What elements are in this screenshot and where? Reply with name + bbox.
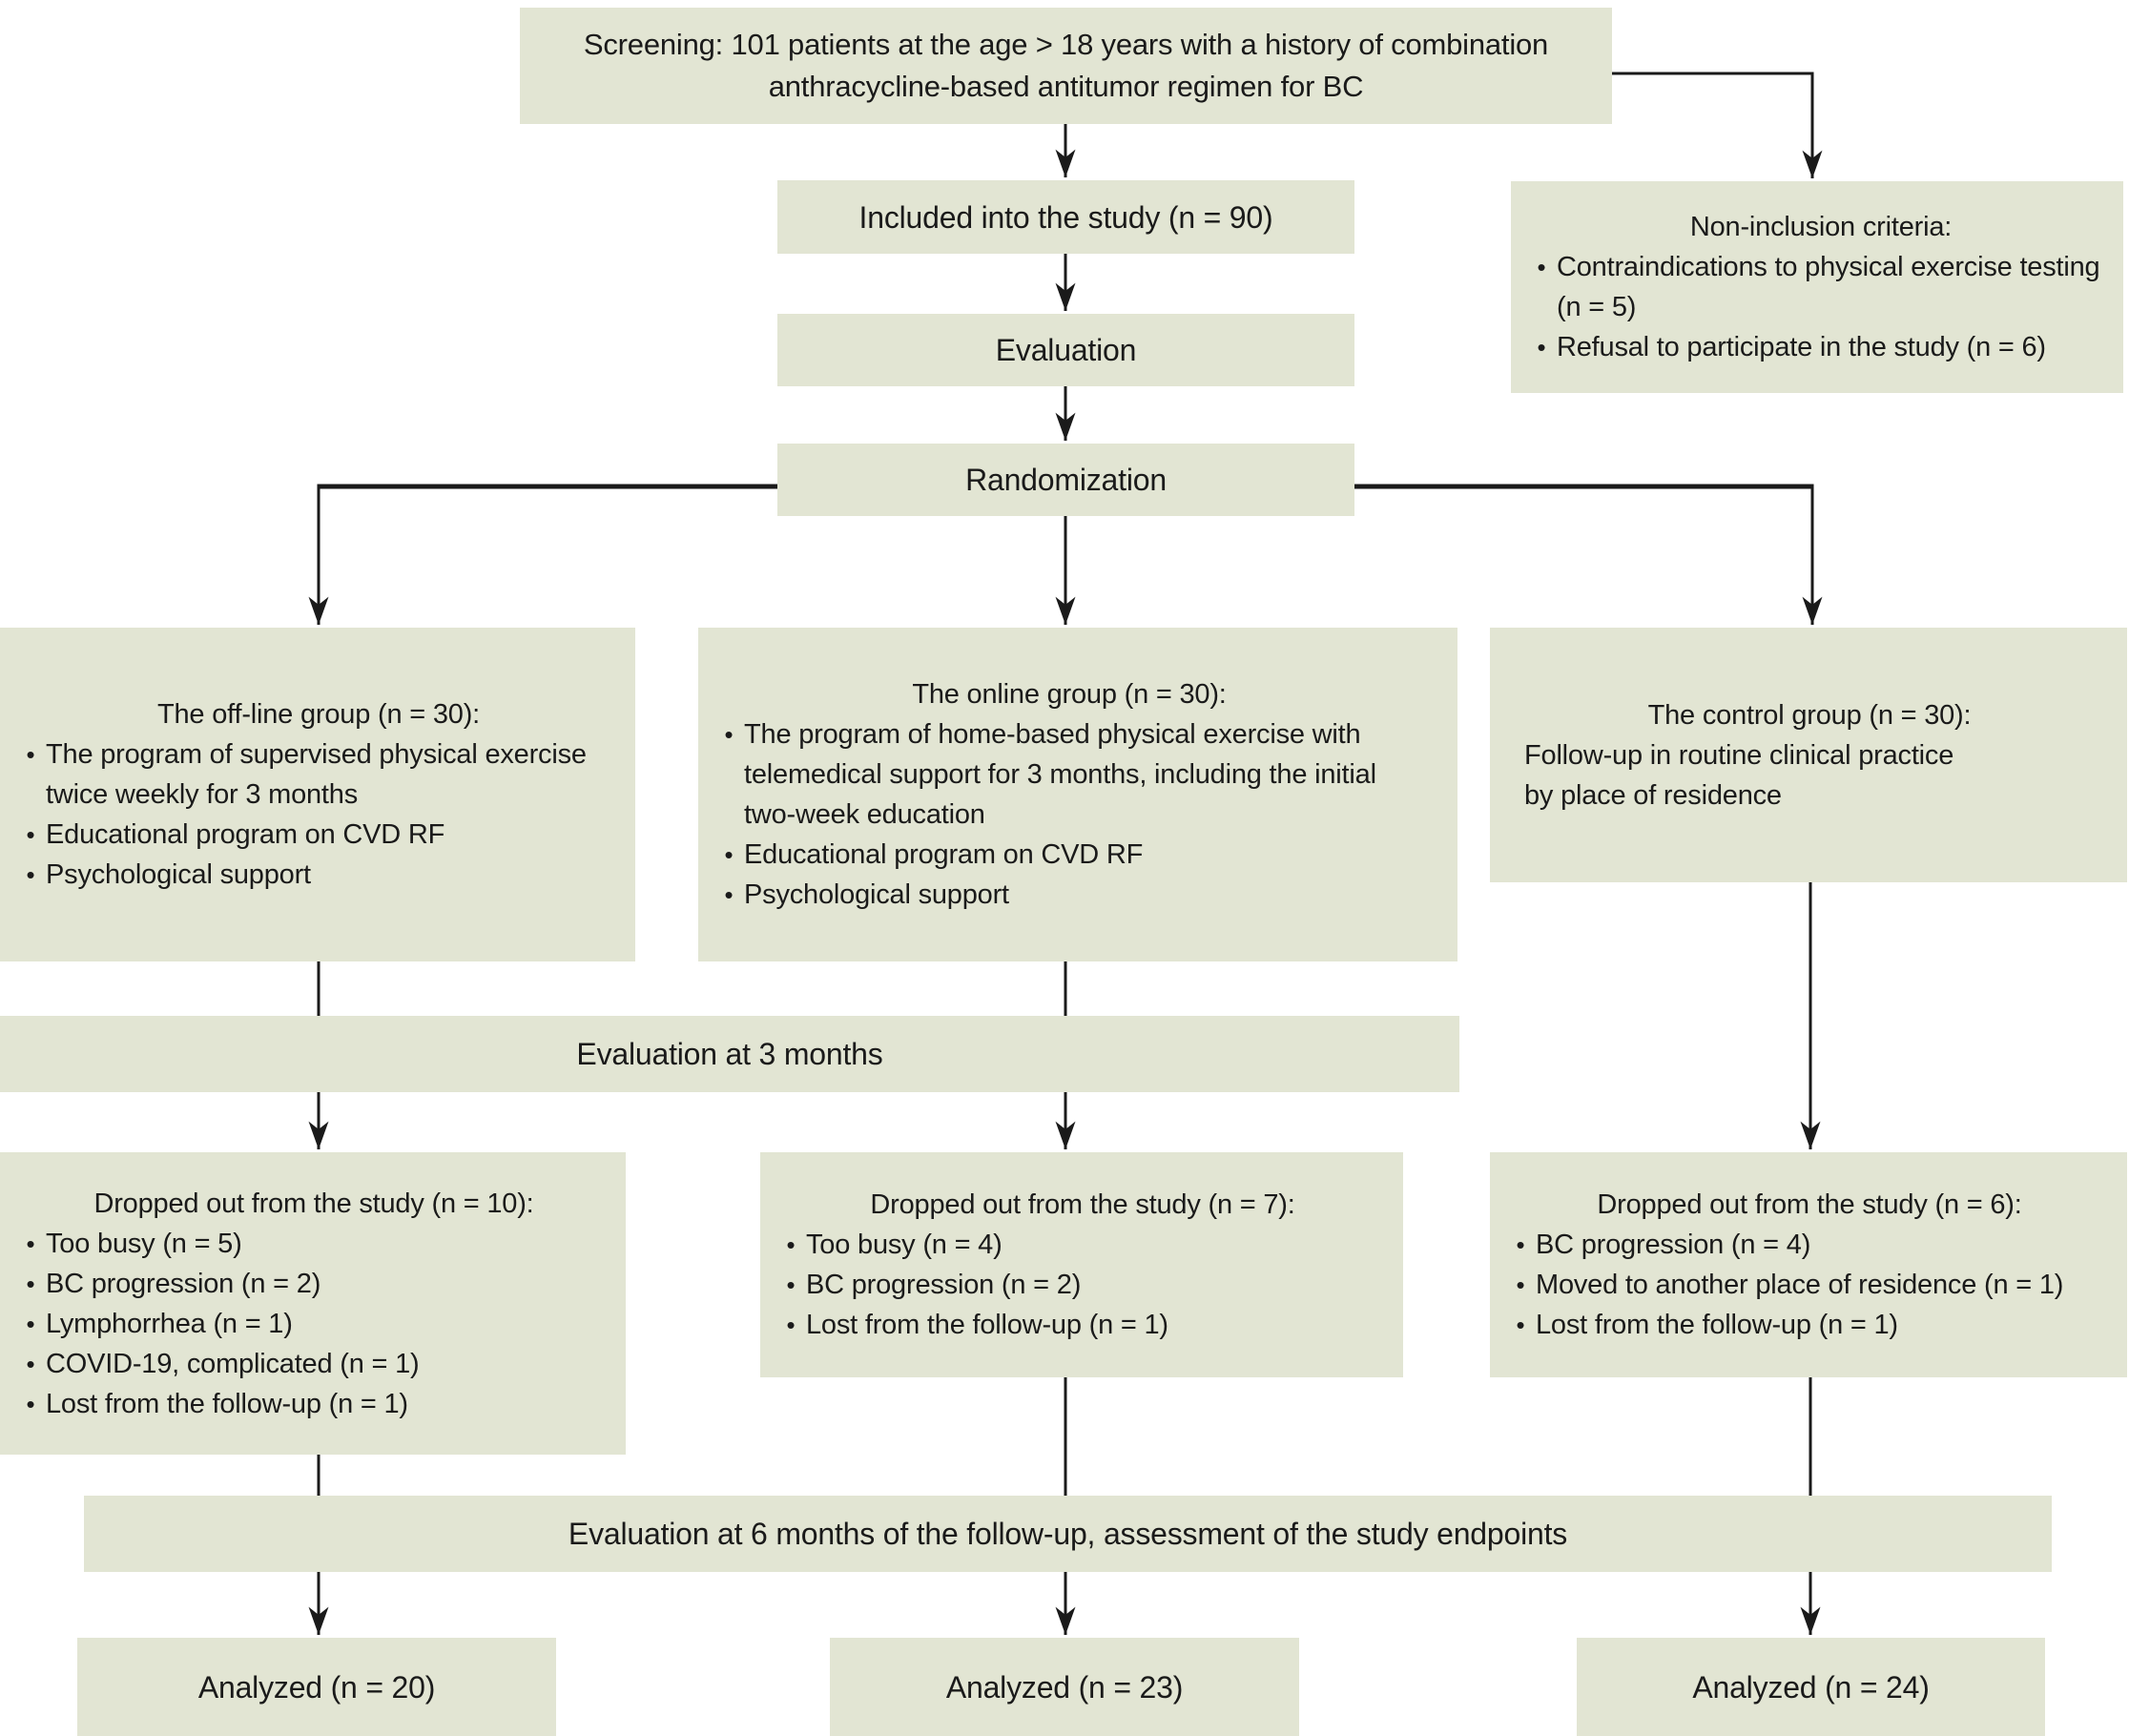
bullet-text: Educational program on CVD RF [46, 819, 445, 850]
list-item: • Too busy (n = 4) [775, 1225, 1390, 1265]
included-text: Included into the study (n = 90) [858, 199, 1273, 235]
analyzed-control-text: Analyzed (n = 24) [1692, 1669, 1930, 1705]
bullet-icon: • [26, 820, 35, 849]
non-inclusion-box: Non-inclusion criteria: • Contraindicati… [1511, 181, 2123, 393]
bullet-icon: • [724, 720, 734, 749]
list-item: • BC progression (n = 2) [15, 1264, 612, 1304]
bullet-text: Too busy (n = 4) [806, 1230, 1002, 1260]
evaluation-text: Evaluation [995, 333, 1137, 367]
bullet-text: Refusal to participate in the study (n =… [1557, 332, 2046, 362]
list-item: • COVID-19, complicated (n = 1) [15, 1344, 612, 1384]
list-item: • Educational program on CVD RF [15, 815, 622, 855]
bullet-text: Too busy (n = 5) [46, 1228, 242, 1259]
bullet-icon: • [1537, 253, 1546, 281]
list-item: • Psychological support [15, 855, 622, 895]
bullet-text: Lost from the follow-up (n = 1) [806, 1310, 1168, 1340]
bullet-text: The program of supervised physical exerc… [46, 739, 587, 810]
bullet-text: Lost from the follow-up (n = 1) [46, 1388, 408, 1419]
list-item: • Moved to another place of residence (n… [1505, 1265, 2114, 1305]
randomization-box: Randomization [777, 444, 1354, 516]
dropped-online-box: Dropped out from the study (n = 7): • To… [760, 1152, 1403, 1377]
bullet-icon: • [724, 880, 734, 909]
bullet-icon: • [1516, 1230, 1525, 1259]
list-item: • BC progression (n = 2) [775, 1265, 1390, 1305]
bullet-text: BC progression (n = 2) [46, 1268, 321, 1299]
bullet-icon: • [26, 1389, 35, 1418]
online-group-title: The online group (n = 30): [912, 679, 1227, 710]
bullet-icon: • [26, 1229, 35, 1258]
bullet-text: Lymphorrhea (n = 1) [46, 1308, 293, 1339]
screening-text: Screening: 101 patients at the age > 18 … [583, 28, 1549, 103]
bullet-text: Lost from the follow-up (n = 1) [1536, 1310, 1898, 1340]
bullet-text: Contraindications to physical exercise t… [1557, 252, 2100, 322]
evaluation-6m-band: Evaluation at 6 months of the follow-up,… [84, 1496, 2052, 1572]
bullet-icon: • [1516, 1311, 1525, 1339]
list-item: • Too busy (n = 5) [15, 1224, 612, 1264]
analyzed-control-box: Analyzed (n = 24) [1577, 1638, 2045, 1736]
list-item: • Contraindications to physical exercise… [1526, 247, 2116, 327]
evaluation-3m-text: Evaluation at 3 months [576, 1037, 883, 1071]
bullet-icon: • [26, 740, 35, 769]
bullet-icon: • [786, 1230, 796, 1259]
bullet-text: BC progression (n = 4) [1536, 1230, 1811, 1260]
list-item: • Lost from the follow-up (n = 1) [15, 1384, 612, 1424]
bullet-icon: • [786, 1271, 796, 1299]
control-group-line: by place of residence [1524, 779, 1782, 811]
bullet-icon: • [26, 1309, 35, 1338]
control-group-line: Follow-up in routine clinical practice [1524, 739, 1954, 771]
included-box: Included into the study (n = 90) [777, 180, 1354, 254]
non-inclusion-title: Non-inclusion criteria: [1689, 212, 1953, 242]
offline-group-box: The off-line group (n = 30): • The progr… [0, 628, 635, 961]
bullet-text: Moved to another place of residence (n =… [1536, 1270, 2064, 1300]
control-group-box: The control group (n = 30): Follow-up in… [1490, 628, 2127, 882]
dropped-control-title: Dropped out from the study (n = 6): [1597, 1189, 2022, 1220]
bullet-text: COVID-19, complicated (n = 1) [46, 1348, 420, 1379]
control-group-title: The control group (n = 30): [1647, 699, 1972, 731]
bullet-text: BC progression (n = 2) [806, 1270, 1082, 1300]
bullet-icon: • [1516, 1271, 1525, 1299]
evaluation-3m-band: Evaluation at 3 months [0, 1016, 1459, 1092]
list-item: • BC progression (n = 4) [1505, 1225, 2114, 1265]
list-item: • Lost from the follow-up (n = 1) [1505, 1305, 2114, 1345]
bullet-icon: • [724, 840, 734, 869]
list-item: • Educational program on CVD RF [713, 835, 1425, 875]
bullet-icon: • [26, 1349, 35, 1378]
evaluation-box: Evaluation [777, 314, 1354, 386]
bullet-text: The program of home-based physical exerc… [744, 719, 1376, 830]
analyzed-offline-text: Analyzed (n = 20) [197, 1669, 436, 1705]
bullet-text: Psychological support [744, 879, 1009, 910]
dropped-offline-box: Dropped out from the study (n = 10): • T… [0, 1152, 626, 1455]
screening-box: Screening: 101 patients at the age > 18 … [520, 8, 1612, 124]
list-item: • Lymphorrhea (n = 1) [15, 1304, 612, 1344]
bullet-text: Educational program on CVD RF [744, 839, 1144, 870]
bullet-icon: • [26, 860, 35, 889]
list-item: • Psychological support [713, 875, 1425, 915]
list-item: • The program of supervised physical exe… [15, 734, 622, 815]
dropped-offline-title: Dropped out from the study (n = 10): [93, 1188, 534, 1219]
evaluation-6m-text: Evaluation at 6 months of the follow-up,… [568, 1517, 1568, 1551]
list-item: • The program of home-based physical exe… [713, 714, 1425, 835]
analyzed-offline-box: Analyzed (n = 20) [77, 1638, 556, 1736]
analyzed-online-box: Analyzed (n = 23) [830, 1638, 1299, 1736]
analyzed-online-text: Analyzed (n = 23) [945, 1669, 1184, 1705]
dropped-online-title: Dropped out from the study (n = 7): [870, 1189, 1295, 1220]
bullet-icon: • [1537, 333, 1546, 362]
bullet-text: Psychological support [46, 859, 311, 890]
bullet-icon: • [26, 1269, 35, 1298]
online-group-box: The online group (n = 30): • The program… [698, 628, 1457, 961]
randomization-text: Randomization [965, 463, 1167, 497]
list-item: • Lost from the follow-up (n = 1) [775, 1305, 1390, 1345]
bullet-icon: • [786, 1311, 796, 1339]
dropped-control-box: Dropped out from the study (n = 6): • BC… [1490, 1152, 2127, 1377]
list-item: • Refusal to participate in the study (n… [1526, 327, 2116, 367]
offline-group-title: The off-line group (n = 30): [156, 699, 481, 730]
